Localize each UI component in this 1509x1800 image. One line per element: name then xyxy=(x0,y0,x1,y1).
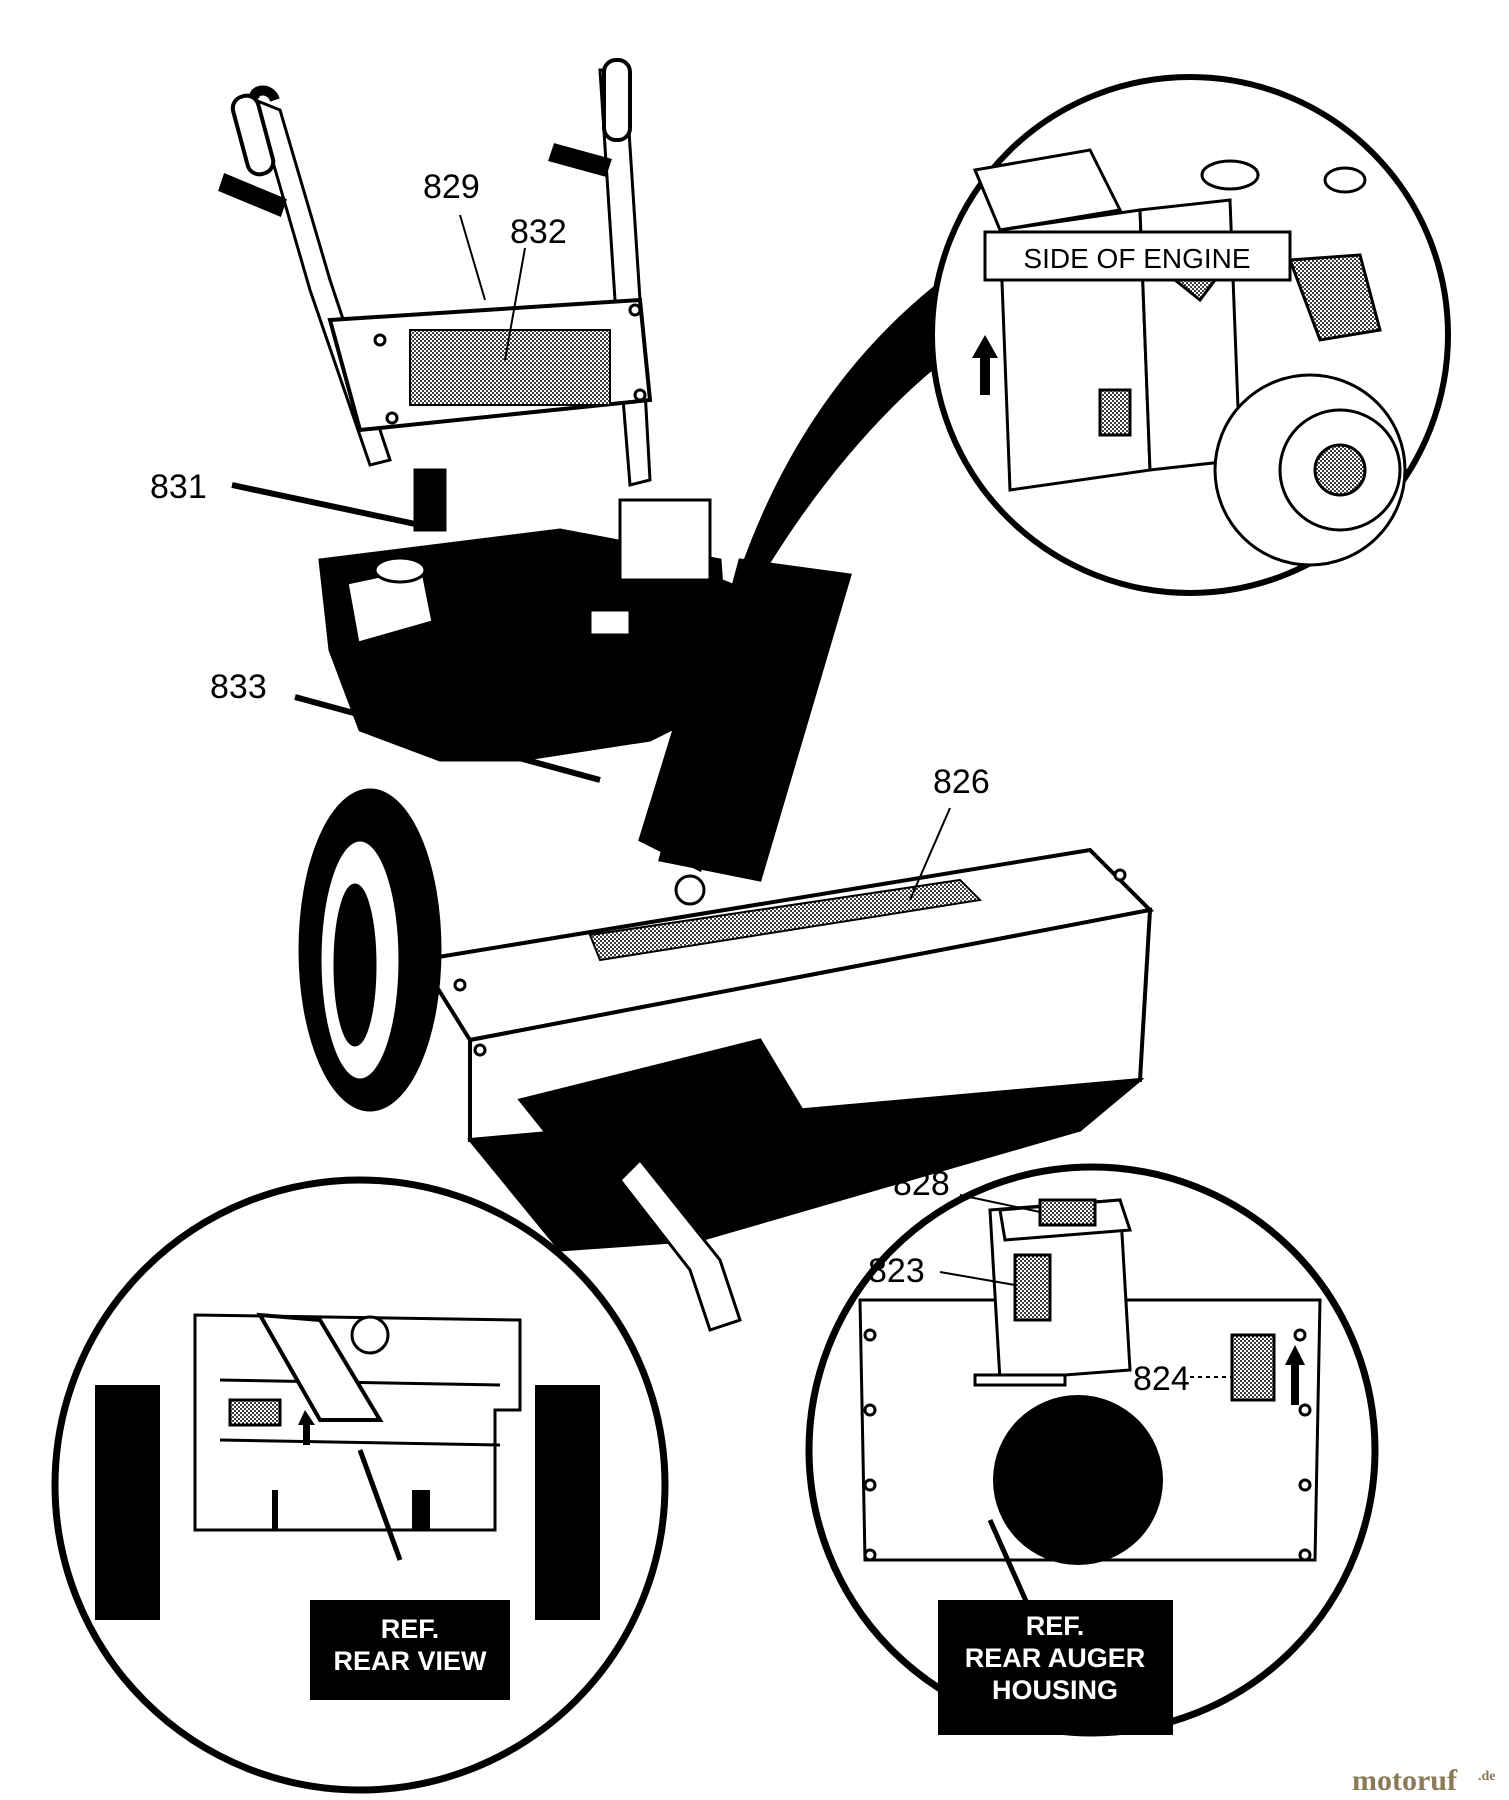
callout-823: 823 xyxy=(868,1252,925,1290)
auger-housing-inset: 828 823 824 REF. REAR AUGER HOUSING xyxy=(805,1163,1379,1737)
engine-inset-label: SIDE OF ENGINE xyxy=(1023,243,1250,274)
decal-826 xyxy=(588,878,983,962)
watermark-logo: motoruf .de xyxy=(1352,1764,1496,1797)
watermark-brand: motoruf xyxy=(1352,1764,1458,1797)
rear-view-label-line2: REAR VIEW xyxy=(333,1646,487,1676)
decal-832 xyxy=(409,329,611,406)
callout-leaders xyxy=(231,214,951,901)
callout-828: 828 xyxy=(893,1165,950,1203)
callout-833: 833 xyxy=(210,668,267,706)
snow-thrower-illustration xyxy=(218,58,1155,1332)
callout-826: 826 xyxy=(933,763,990,801)
auger-label-line2: REAR AUGER xyxy=(965,1643,1146,1673)
callout-832: 832 xyxy=(510,213,567,251)
rear-view-label-line1: REF. xyxy=(381,1614,440,1644)
callout-824: 824 xyxy=(1133,1360,1190,1398)
auger-label-line1: REF. xyxy=(1026,1611,1085,1641)
callout-829: 829 xyxy=(423,168,480,206)
rear-view-inset: REF. REAR VIEW xyxy=(51,1176,669,1794)
watermark-tld: .de xyxy=(1478,1769,1496,1784)
auger-label-line3: HOUSING xyxy=(992,1675,1118,1705)
engine-inset: SIDE OF ENGINE xyxy=(740,74,1451,596)
callout-831: 831 xyxy=(150,468,207,506)
